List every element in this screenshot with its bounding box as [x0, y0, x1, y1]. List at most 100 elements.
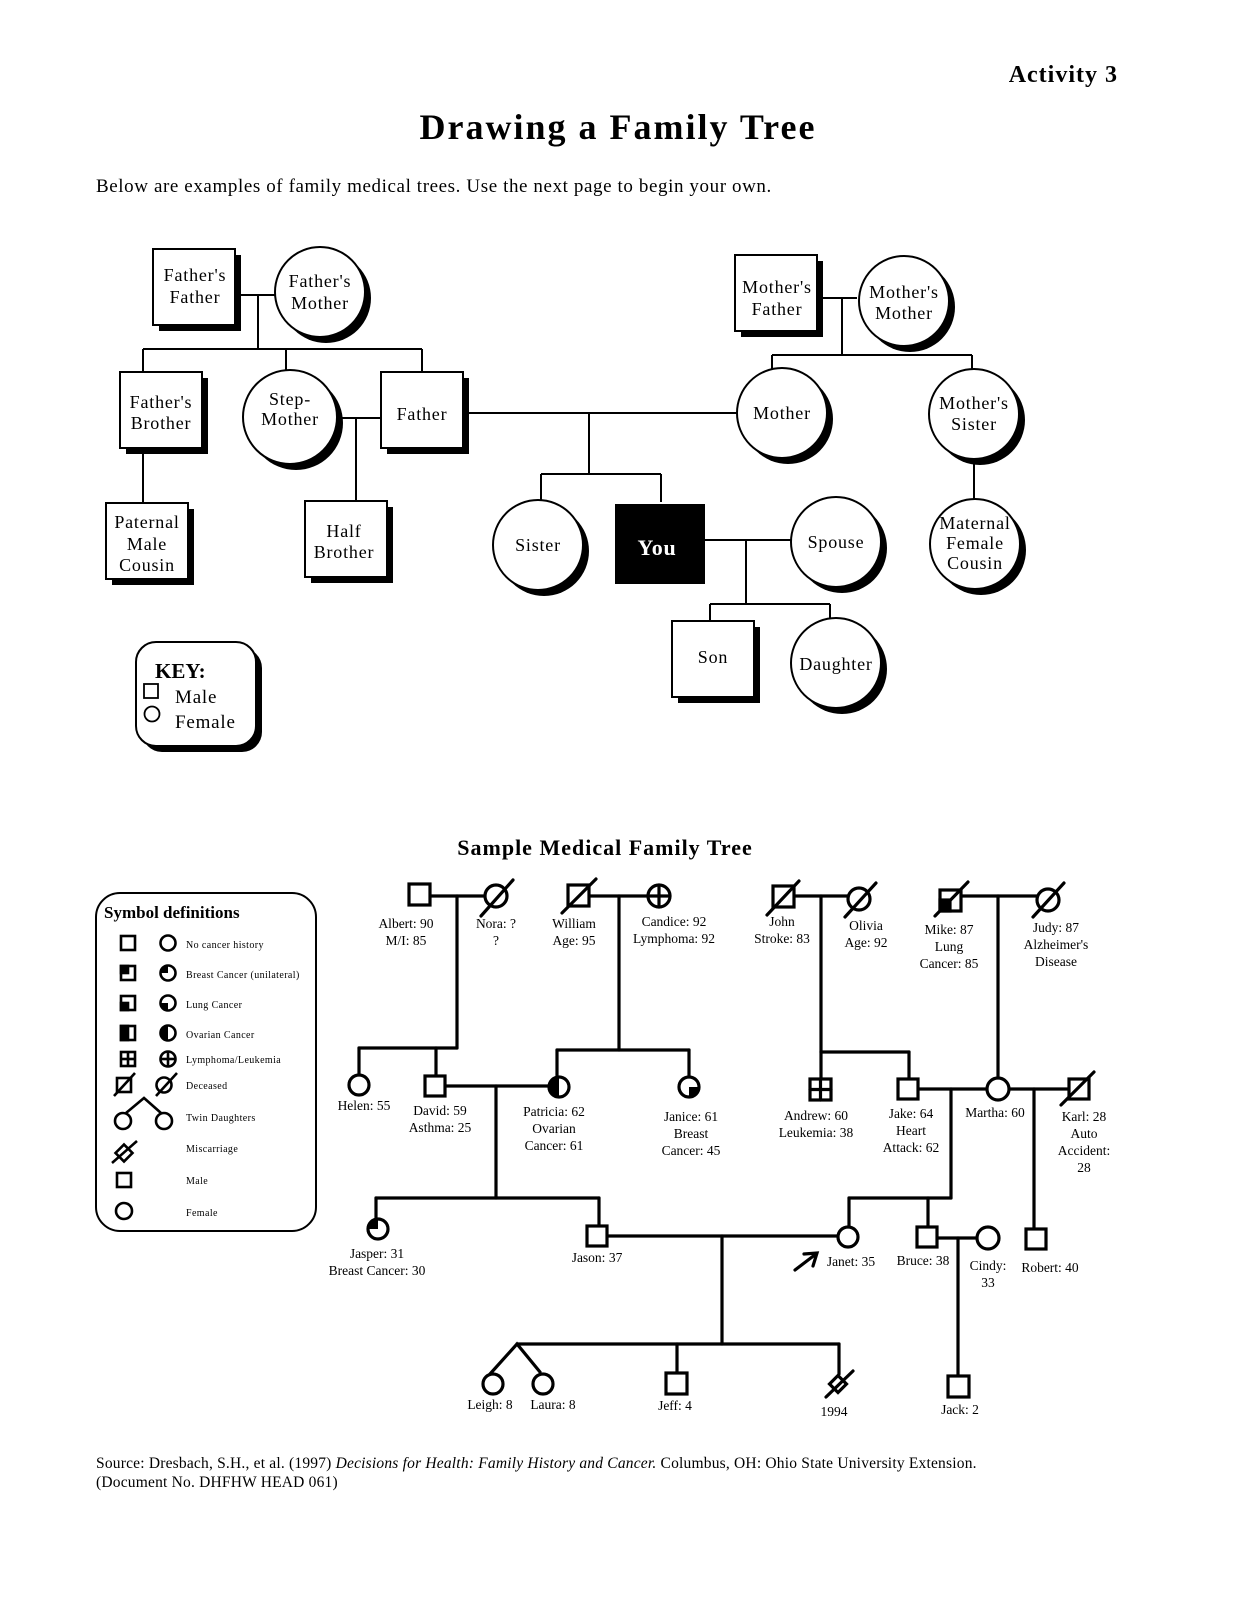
david-symbol — [423, 1074, 447, 1098]
source-document-number: (Document No. DHFHW HEAD 061) — [96, 1474, 338, 1491]
olivia-l1: Olivia — [849, 918, 883, 933]
tree1-labels: Father's Father Father's Mother Mother's… — [114, 265, 1010, 674]
son-label: Son — [698, 647, 728, 667]
proband-arrow-icon — [793, 1251, 820, 1272]
half-brother-l2: Brother — [314, 542, 375, 562]
legend-female-deceased-icon — [155, 1076, 173, 1094]
mothers-mother-l2: Mother — [875, 303, 933, 323]
judy-l2: Alzheimer's — [1024, 937, 1089, 952]
david-l1: David: 59 — [413, 1103, 467, 1118]
father-label: Father — [397, 404, 448, 424]
fathers-father-l1: Father's — [164, 265, 227, 285]
source-citation: Source: Dresbach, S.H., et al. (1997) De… — [96, 1454, 977, 1492]
maternal-cousin-l2: Female — [946, 533, 1004, 553]
source-prefix: Source: Dresbach, S.H., et al. (1997) — [96, 1455, 336, 1472]
legend-label-4: Lymphoma/Leukemia — [186, 1055, 281, 1066]
legend-label-1: Breast Cancer (unilateral) — [186, 970, 300, 981]
paternal-cousin-l1: Paternal — [114, 512, 179, 532]
william-l2: Age: 95 — [552, 933, 595, 948]
legend-male-no-cancer-icon — [119, 934, 137, 952]
fathers-father-l2: Father — [170, 287, 221, 307]
key-female-circle-icon — [143, 705, 161, 723]
leigh-symbol — [481, 1372, 505, 1396]
bruce-symbol — [915, 1225, 939, 1249]
legend-label-8: Male — [186, 1176, 208, 1187]
paternal-cousin-l3: Cousin — [119, 555, 175, 575]
judy-l3: Disease — [1035, 954, 1077, 969]
jasper-l2: Breast Cancer: 30 — [329, 1263, 426, 1278]
legend-male-icon — [115, 1171, 133, 1189]
candice-l2: Lymphoma: 92 — [633, 931, 715, 946]
mike-l2: Lung — [935, 939, 964, 954]
candice-l1: Candice: 92 — [642, 914, 707, 929]
legend-label-7: Miscarriage — [186, 1144, 238, 1155]
janice-l1: Janice: 61 — [664, 1109, 718, 1124]
cindy-l2: 33 — [981, 1275, 995, 1290]
andrew-l1: Andrew: 60 — [784, 1108, 848, 1123]
andrew-symbol — [808, 1077, 833, 1102]
jake-l3: Attack: 62 — [883, 1140, 940, 1155]
patricia-l3: Cancer: 61 — [525, 1138, 584, 1153]
intro-text: Below are examples of family medical tre… — [96, 176, 772, 197]
step-mother-l1: Step- — [269, 389, 311, 409]
karl-l3: Accident: — [1058, 1143, 1110, 1158]
albert-l2: M/I: 85 — [386, 933, 427, 948]
legend-label-2: Lung Cancer — [186, 1000, 243, 1011]
legend-label-0: No cancer history — [186, 940, 264, 951]
laura-symbol — [531, 1372, 555, 1396]
step-mother-l2: Mother — [261, 409, 319, 429]
jake-l1: Jake: 64 — [889, 1106, 934, 1121]
fathers-brother-l1: Father's — [130, 392, 193, 412]
andrew-l2: Leukemia: 38 — [779, 1125, 854, 1140]
sister-label: Sister — [515, 535, 561, 555]
mothers-mother-l1: Mother's — [869, 282, 939, 302]
key-male-square-icon — [143, 683, 159, 699]
mike-l1: Mike: 87 — [924, 922, 973, 937]
jeff-label: Jeff: 4 — [658, 1398, 692, 1413]
legend-male-deceased-icon — [115, 1076, 133, 1094]
karl-l1: Karl: 28 — [1062, 1109, 1107, 1124]
bruce-label: Bruce: 38 — [897, 1253, 950, 1268]
legend-label-9: Female — [186, 1208, 218, 1219]
jake-symbol — [896, 1077, 920, 1101]
legend-miscarriage-icon — [111, 1140, 138, 1164]
legend-label-3: Ovarian Cancer — [186, 1030, 255, 1041]
mike-symbol — [933, 880, 970, 918]
legend-twin-daughters-icon — [113, 1096, 174, 1131]
mothers-sister-l1: Mother's — [939, 393, 1009, 413]
legend-label-6: Twin Daughters — [186, 1113, 256, 1124]
john-l2: Stroke: 83 — [754, 931, 810, 946]
robert-label: Robert: 40 — [1021, 1260, 1079, 1275]
medical-tree-title: Sample Medical Family Tree — [457, 835, 752, 860]
patricia-l2: Ovarian — [532, 1121, 576, 1136]
judy-l1: Judy: 87 — [1033, 920, 1079, 935]
janice-l2: Breast — [674, 1126, 709, 1141]
helen-label: Helen: 55 — [338, 1098, 391, 1113]
maternal-cousin-l3: Cousin — [947, 553, 1003, 573]
mike-l3: Cancer: 85 — [920, 956, 979, 971]
karl-l4: 28 — [1077, 1160, 1091, 1175]
jason-symbol — [585, 1224, 609, 1248]
jason-label: Jason: 37 — [572, 1250, 623, 1265]
janice-l3: Cancer: 45 — [662, 1143, 721, 1158]
tree1-squares — [105, 248, 823, 703]
albert-symbol — [407, 882, 432, 907]
mothers-father-l1: Mother's — [742, 277, 812, 297]
david-l2: Asthma: 25 — [409, 1120, 472, 1135]
martha-label: Martha: 60 — [965, 1105, 1025, 1120]
activity-label: Activity 3 — [1008, 62, 1118, 88]
miscarriage-year-label: 1994 — [821, 1404, 848, 1419]
medical-pedigree — [347, 877, 1096, 1399]
legend-female-icon — [114, 1201, 134, 1221]
jack-label: Jack: 2 — [941, 1402, 979, 1417]
albert-l1: Albert: 90 — [378, 916, 433, 931]
maternal-cousin-l1: Maternal — [939, 513, 1010, 533]
key-box — [135, 641, 262, 752]
candice-symbol — [646, 883, 672, 909]
nora-l2: ? — [493, 933, 499, 948]
key-title: KEY: — [155, 659, 206, 683]
laura-label: Laura: 8 — [530, 1397, 576, 1412]
tree1-lines — [142, 294, 975, 621]
symbol-legend: Symbol definitions — [95, 892, 317, 1232]
